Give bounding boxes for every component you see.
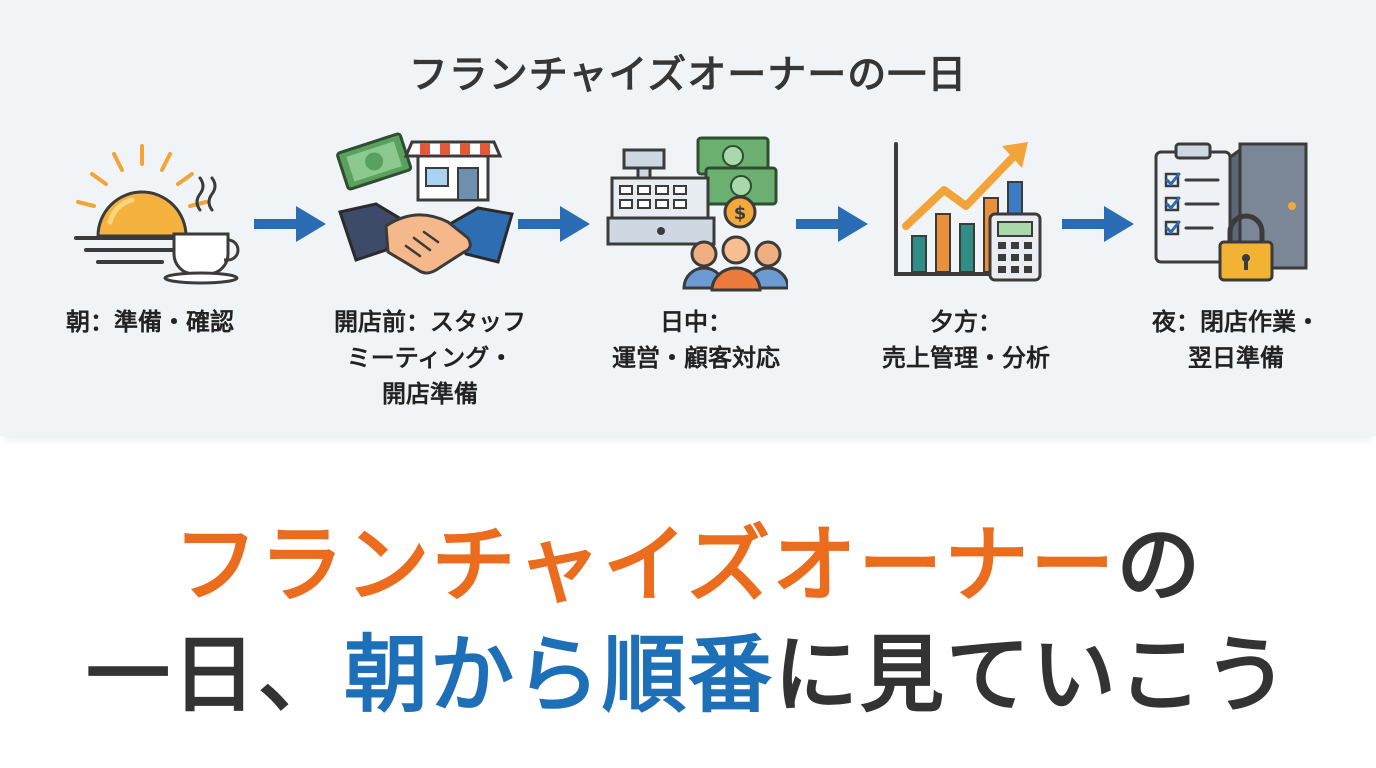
sunrise-coffee-icon: [74, 144, 240, 285]
step-label-evening: 夕方： 売上管理・分析: [882, 308, 1050, 372]
checklist-door-lock-icon: [1154, 142, 1308, 282]
svg-text:$: $: [734, 203, 747, 224]
register-customers-icon: $: [606, 136, 788, 292]
flow-arrow-3: [796, 206, 868, 242]
handshake-store-icon: [336, 132, 514, 275]
headline-no: の: [1116, 516, 1203, 614]
flow-arrow-4: [1062, 206, 1134, 242]
headline-franchise-owner: フランチャイズオーナー: [173, 516, 1117, 614]
headline-from-morning: 朝から順番: [343, 626, 774, 724]
step-label-daytime: 日中： 運営・顧客対応: [612, 308, 780, 372]
diagram-title: フランチャイズオーナーの一日: [408, 53, 968, 98]
flow-arrow-2: [518, 206, 590, 242]
headline-lets-see: に見ていこう: [774, 626, 1291, 724]
sales-chart-calculator-icon: [894, 142, 1042, 282]
step-label-night: 夜：閉店作業・ 翌日準備: [1152, 308, 1320, 372]
step-label-before-opening: 開店前：スタッフ ミーティング・ 開店準備: [334, 308, 526, 408]
flow-arrow-1: [254, 206, 326, 242]
headline-one-day: 一日、: [85, 626, 344, 724]
headline-line-2: 一日、朝から順番に見ていこう: [0, 608, 1376, 729]
step-label-morning: 朝：準備・確認: [66, 308, 234, 336]
headline-line-1: フランチャイズオーナーの: [0, 498, 1376, 619]
